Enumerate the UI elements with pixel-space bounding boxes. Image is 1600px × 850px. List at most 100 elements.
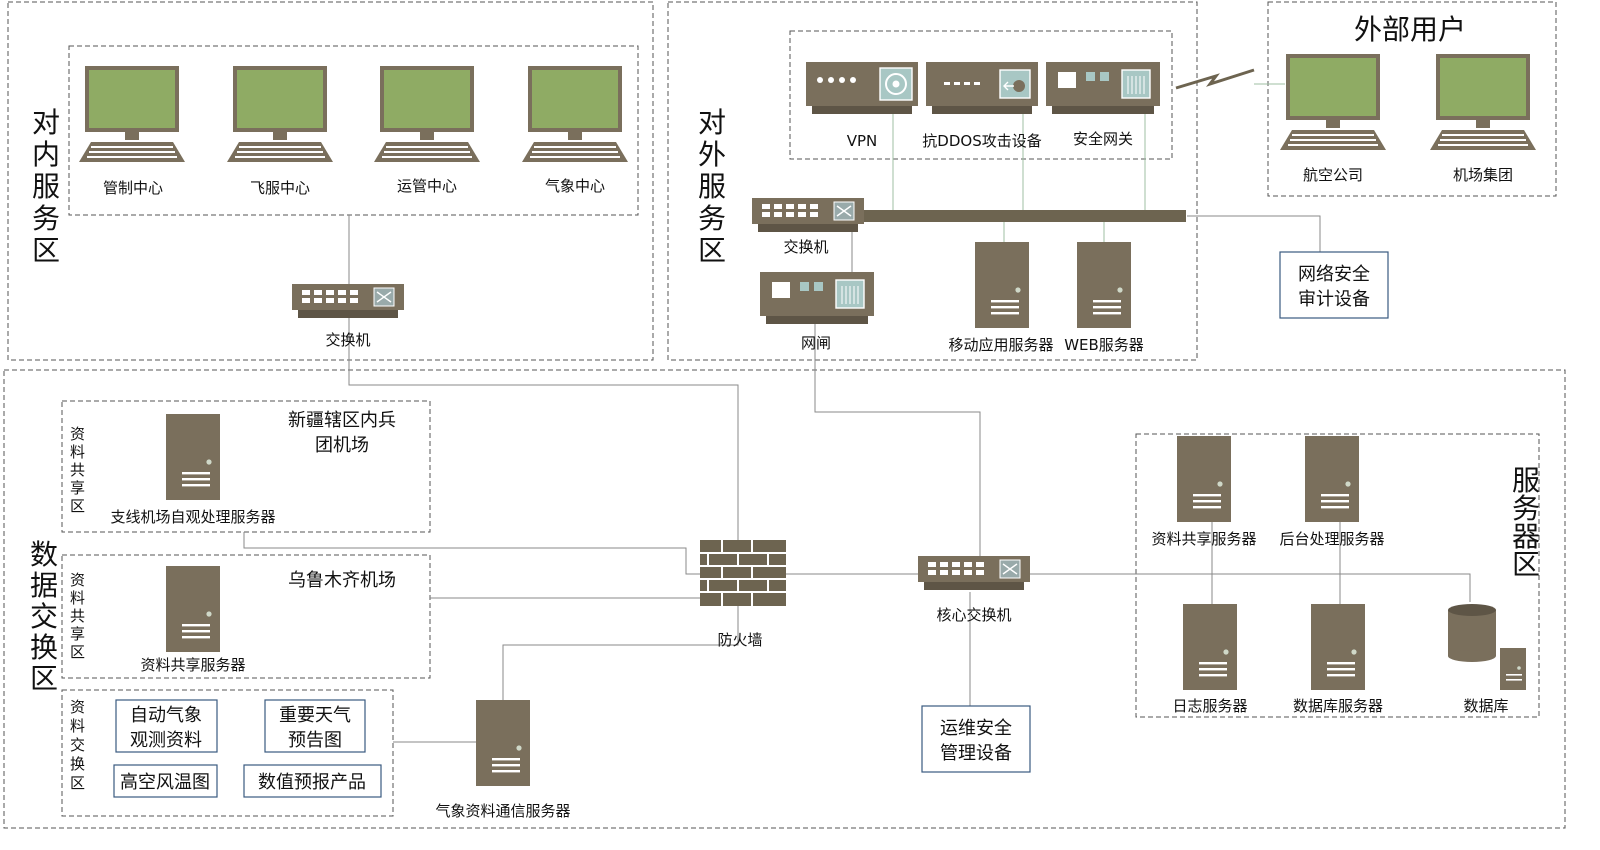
gatekeeper-icon (760, 272, 874, 324)
airport1-box (61, 400, 431, 533)
product-label: 预告图 (288, 730, 342, 751)
terminal-label-airport-group: 机场集团 (1453, 166, 1513, 184)
internal-zone-box (7, 1, 654, 361)
audit-device-box (1279, 251, 1389, 319)
internal-switch-icon (292, 284, 404, 318)
product-boxes (113, 699, 382, 798)
product-box (243, 764, 382, 798)
product-label: 观测资料 (130, 730, 202, 751)
airport1-server-label: 支线机场自观处理服务器 (110, 508, 275, 526)
zone-label-char: 区 (70, 643, 85, 661)
external-zone-title: 对外服务区 (698, 106, 726, 267)
terminal-label-ops: 运管中心 (397, 177, 457, 195)
zone-label-char: 共 (70, 607, 85, 625)
external-users-title: 外部用户 (1354, 13, 1466, 46)
zone-label-char: 区 (70, 774, 85, 792)
terminal-icon (227, 66, 333, 162)
gatekeeper-label: 网闸 (801, 334, 831, 352)
zone-label-char: 享 (70, 479, 85, 497)
zone-label-char: 料 (70, 443, 85, 461)
mobile-server-icon (975, 242, 1029, 328)
product-box (113, 764, 218, 798)
zone-label-char: 区 (70, 497, 85, 515)
terminal-icon (1430, 54, 1536, 150)
web-server-label: WEB服务器 (1064, 336, 1144, 354)
airport2-box (61, 554, 431, 679)
airport2-title: 乌鲁木齐机场 (288, 570, 396, 591)
internal-terminals-box (68, 45, 639, 216)
data-exchange-zone-title: 数据交换区 (30, 538, 58, 695)
terminal-icon (374, 66, 480, 162)
vpn-icon (806, 62, 918, 114)
backbone-bus (864, 210, 1186, 222)
core-switch-label: 核心交换机 (936, 606, 1011, 624)
comm-server-icon (476, 700, 530, 786)
server-label: 数据库服务器 (1293, 697, 1383, 715)
zone-label-char: 资 (70, 571, 85, 589)
data-exchange-zone-box (3, 369, 1566, 829)
product-box (115, 699, 218, 753)
zone-borders (3, 1, 1566, 829)
server-label: 资料共享服务器 (1151, 530, 1256, 548)
terminal-label-airline: 航空公司 (1303, 166, 1363, 184)
audit-device-label-2: 审计设备 (1298, 289, 1370, 310)
zone-titles: 对内服务区 对外服务区 数据交换区 服务器区 (30, 106, 1540, 695)
product-label: 自动气象 (130, 705, 202, 726)
product-label: 高空风温图 (120, 772, 210, 793)
ops-device-label-1: 运维安全 (940, 718, 1012, 739)
server-zone-title: 服务器区 (1512, 464, 1540, 581)
server-zone-box (1135, 433, 1540, 718)
terminal-icon (522, 66, 628, 162)
product-label: 重要天气 (279, 705, 351, 726)
comm-server-label: 气象资料通信服务器 (435, 802, 570, 820)
share-server-icon (166, 566, 220, 652)
external-switch-label: 交换机 (783, 238, 828, 256)
backend-server-icon (1305, 436, 1359, 522)
terminal-icon (79, 66, 185, 162)
airport1-title-2: 团机场 (315, 435, 369, 456)
network-links (243, 215, 1471, 743)
anti-ddos-label: 抗DDOS攻击设备 (922, 132, 1041, 150)
external-switch-icon (752, 198, 864, 232)
web-server-icon (1077, 242, 1131, 328)
ops-device-box (921, 705, 1031, 773)
core-switch-icon (918, 556, 1030, 590)
zone-label-char: 料 (70, 717, 85, 735)
vpn-label: VPN (847, 132, 878, 150)
share-server-icon (1177, 436, 1231, 522)
airport2-server-label: 资料共享服务器 (140, 656, 245, 674)
terminal-label-flight-service: 飞服中心 (250, 179, 310, 197)
firewall-label: 防火墙 (717, 631, 762, 649)
database-icon (1448, 604, 1526, 690)
security-gateway-label: 安全网关 (1073, 130, 1133, 148)
product-label: 数值预报产品 (258, 772, 366, 793)
zone-label-char: 共 (70, 461, 85, 479)
security-gateway-icon (1046, 62, 1160, 114)
server-label: 后台处理服务器 (1279, 530, 1384, 548)
zone-label-char: 换 (70, 755, 85, 773)
server-label: 日志服务器 (1172, 697, 1247, 715)
external-zone-box (667, 1, 1198, 361)
zone-label-char: 资 (70, 425, 85, 443)
external-users-box (1267, 1, 1557, 197)
security-links (892, 103, 1146, 244)
anti-ddos-icon (926, 62, 1038, 114)
external-security-box (789, 30, 1173, 160)
wireless-link-icon (1175, 68, 1255, 90)
zone-label-char: 享 (70, 625, 85, 643)
zone-label-char: 资 (70, 698, 85, 716)
zone-label-char: 交 (70, 736, 85, 754)
exchange-box (61, 689, 394, 817)
internal-switch-label: 交换机 (325, 331, 370, 349)
audit-device-label-1: 网络安全 (1298, 264, 1370, 285)
log-server-icon (1183, 604, 1237, 690)
airport1-title-1: 新疆辖区内兵 (288, 410, 396, 431)
terminal-label-weather: 气象中心 (545, 177, 605, 195)
firewall-icon (700, 540, 786, 606)
terminal-icon (1280, 54, 1386, 150)
